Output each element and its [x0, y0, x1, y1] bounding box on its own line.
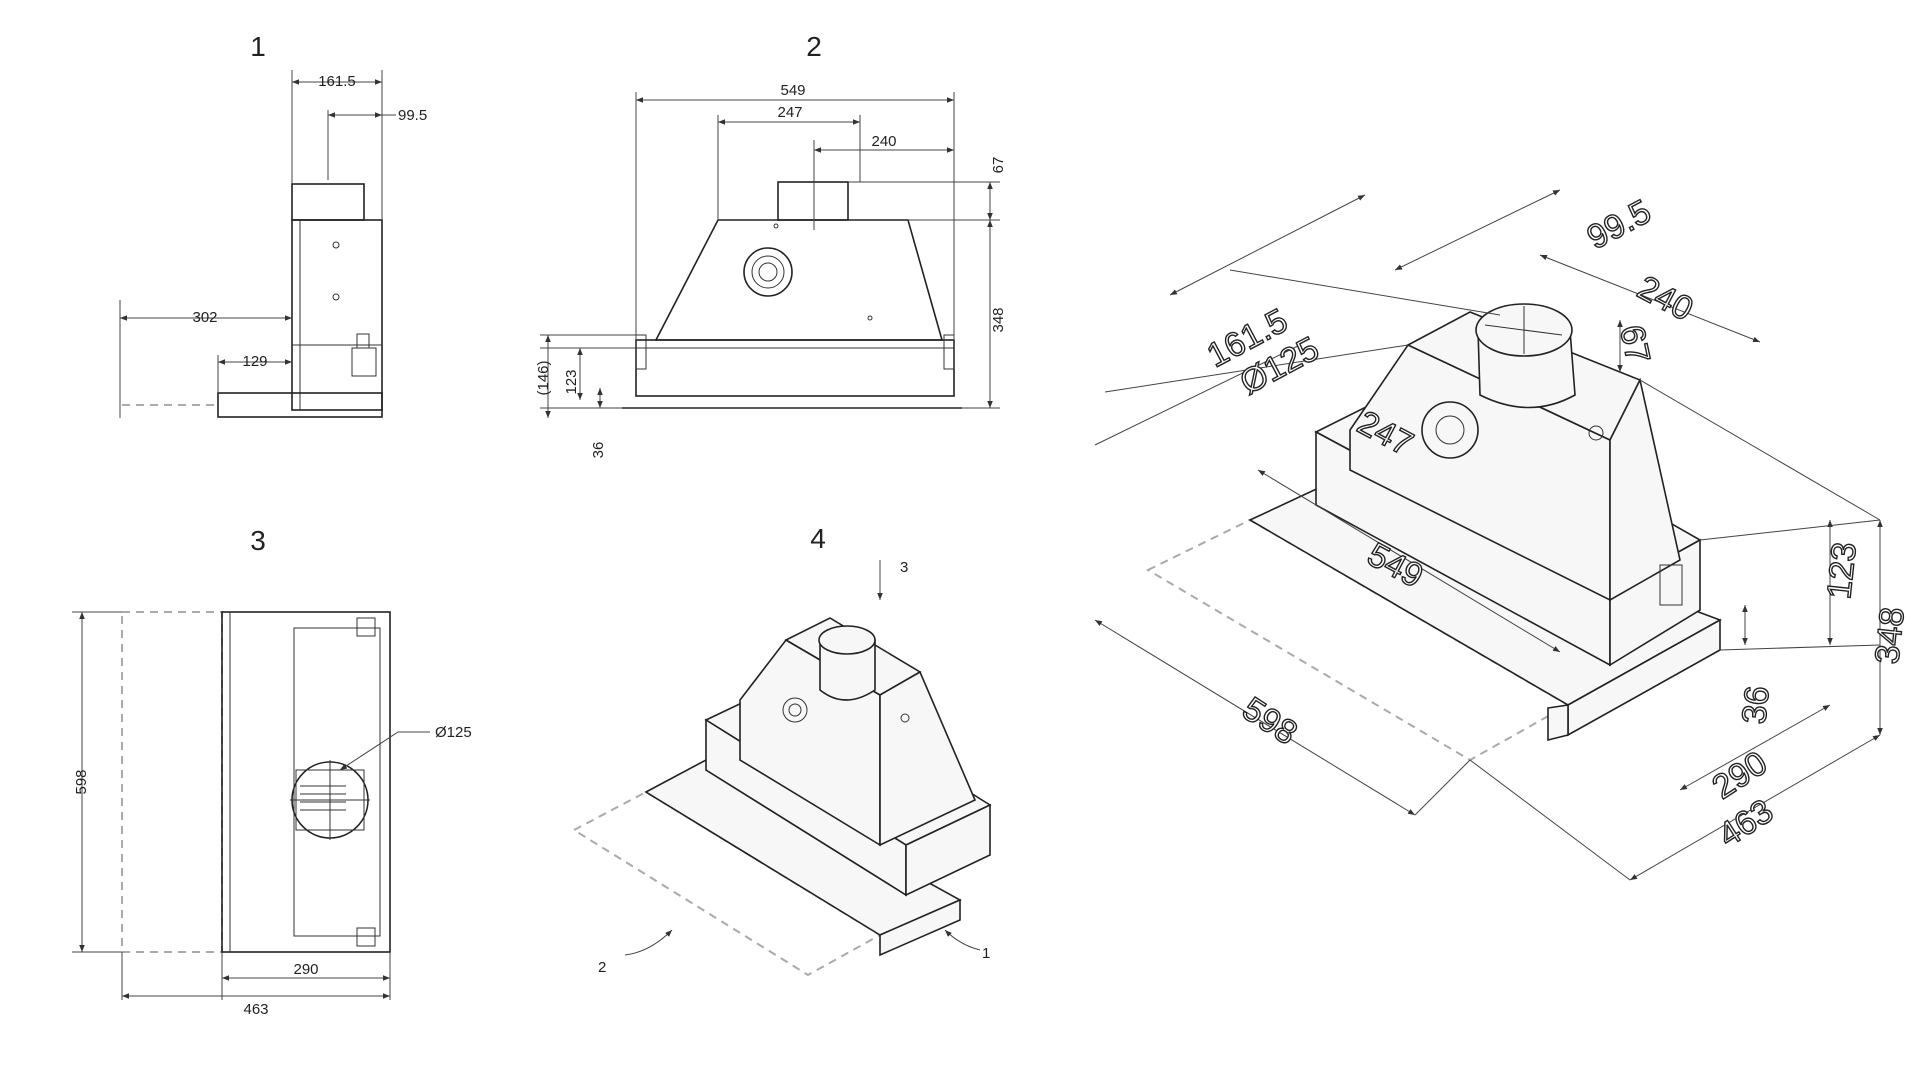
- view-2-chimney: [777, 181, 849, 221]
- dim-67: 67: [990, 157, 1007, 174]
- dim-161-5: 161.5: [318, 73, 356, 90]
- iso-dim-290: 290: [1706, 744, 1774, 807]
- view-2-front: 2 549 247 240 67 348: [535, 31, 1007, 458]
- dim-129: 129: [242, 353, 267, 370]
- view-3-label: 3: [250, 525, 266, 556]
- dim-290: 290: [293, 961, 318, 978]
- view-2-body: [654, 219, 944, 341]
- iso-dim-123: 123: [1820, 540, 1864, 600]
- dim-247: 247: [777, 104, 802, 121]
- dim-123: 123: [563, 369, 580, 394]
- iso-dim-598: 598: [1236, 690, 1304, 753]
- dim-598: 598: [73, 769, 90, 794]
- view-3-body: [221, 611, 391, 953]
- iso-dim-99-5: 99.5: [1581, 192, 1657, 257]
- iso-large: 99.5 161.5 Ø125 240 67 247 549 123 348 3…: [1094, 189, 1913, 881]
- view-4-label: 4: [810, 523, 826, 554]
- callout-2: 2: [598, 959, 606, 976]
- iso-motor: [1421, 401, 1479, 459]
- view-3-extension: [121, 611, 223, 953]
- dim-146: (146): [535, 360, 552, 395]
- view-3-top: 3 Ø125 598 290 463: [72, 525, 472, 1018]
- dim-302: 302: [192, 309, 217, 326]
- view-1-side: 1 161.5 99.5 302 129: [119, 31, 427, 418]
- dim-36: 36: [590, 442, 607, 459]
- view-2-motor-disc: [743, 247, 793, 297]
- dim-348: 348: [990, 307, 1007, 332]
- dim-549: 549: [780, 82, 805, 99]
- iso-dim-36: 36: [1735, 684, 1777, 726]
- view-1-body: [291, 219, 383, 411]
- dim-dia-125: Ø125: [435, 724, 472, 741]
- view-4-isometric: 4 3 2 1: [571, 523, 992, 977]
- view-1-chimney: [291, 183, 365, 221]
- callout-1: 1: [982, 945, 990, 962]
- iso-dim-240: 240: [1631, 269, 1699, 329]
- dim-463: 463: [243, 1001, 268, 1018]
- view-2-label: 2: [806, 31, 822, 62]
- iso-dim-67: 67: [1612, 322, 1657, 367]
- view-1-tray: [217, 392, 383, 418]
- view-4-chimney: [819, 639, 876, 701]
- callout-3: 3: [900, 559, 908, 576]
- view-1-label: 1: [250, 31, 266, 62]
- dim-99-5: 99.5: [398, 107, 427, 124]
- iso-dim-348: 348: [1868, 605, 1912, 665]
- dim-240: 240: [871, 133, 896, 150]
